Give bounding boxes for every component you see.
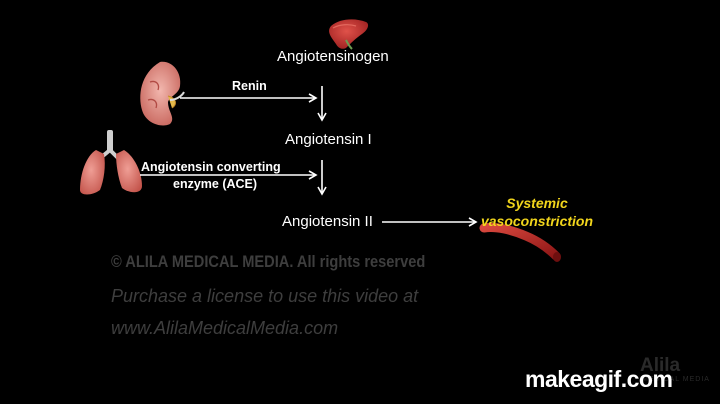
blood-vessel-icon <box>479 223 561 262</box>
kidney-icon <box>140 61 185 126</box>
renin-label: Renin <box>232 79 267 93</box>
angiotensin-i-label: Angiotensin I <box>285 131 372 148</box>
makeagif-logo: makeagif.com <box>525 366 673 392</box>
ace-label-line1: Angiotensin converting <box>141 160 281 174</box>
url-watermark: www.AlilaMedicalMedia.com <box>111 318 339 338</box>
copyright-watermark: © ALILA MEDICAL MEDIA. All rights reserv… <box>111 252 426 271</box>
liver-icon <box>329 19 369 50</box>
vasoconstriction-label: Systemic vasoconstriction <box>478 194 596 230</box>
vasoconstriction-line1: Systemic <box>506 195 568 211</box>
vasoconstriction-line2: vasoconstriction <box>480 213 594 229</box>
alila-corner-logo-sub: MEDICAL MEDIA <box>642 376 710 383</box>
angiotensin-ii-label: Angiotensin II <box>282 213 373 230</box>
ace-label-line2: enzyme (ACE) <box>173 177 258 191</box>
lungs-icon <box>80 130 142 195</box>
alila-corner-logo: Alila <box>640 355 681 376</box>
license-watermark: Purchase a license to use this video at <box>111 286 419 306</box>
angiotensinogen-label: Angiotensinogen <box>277 48 389 65</box>
